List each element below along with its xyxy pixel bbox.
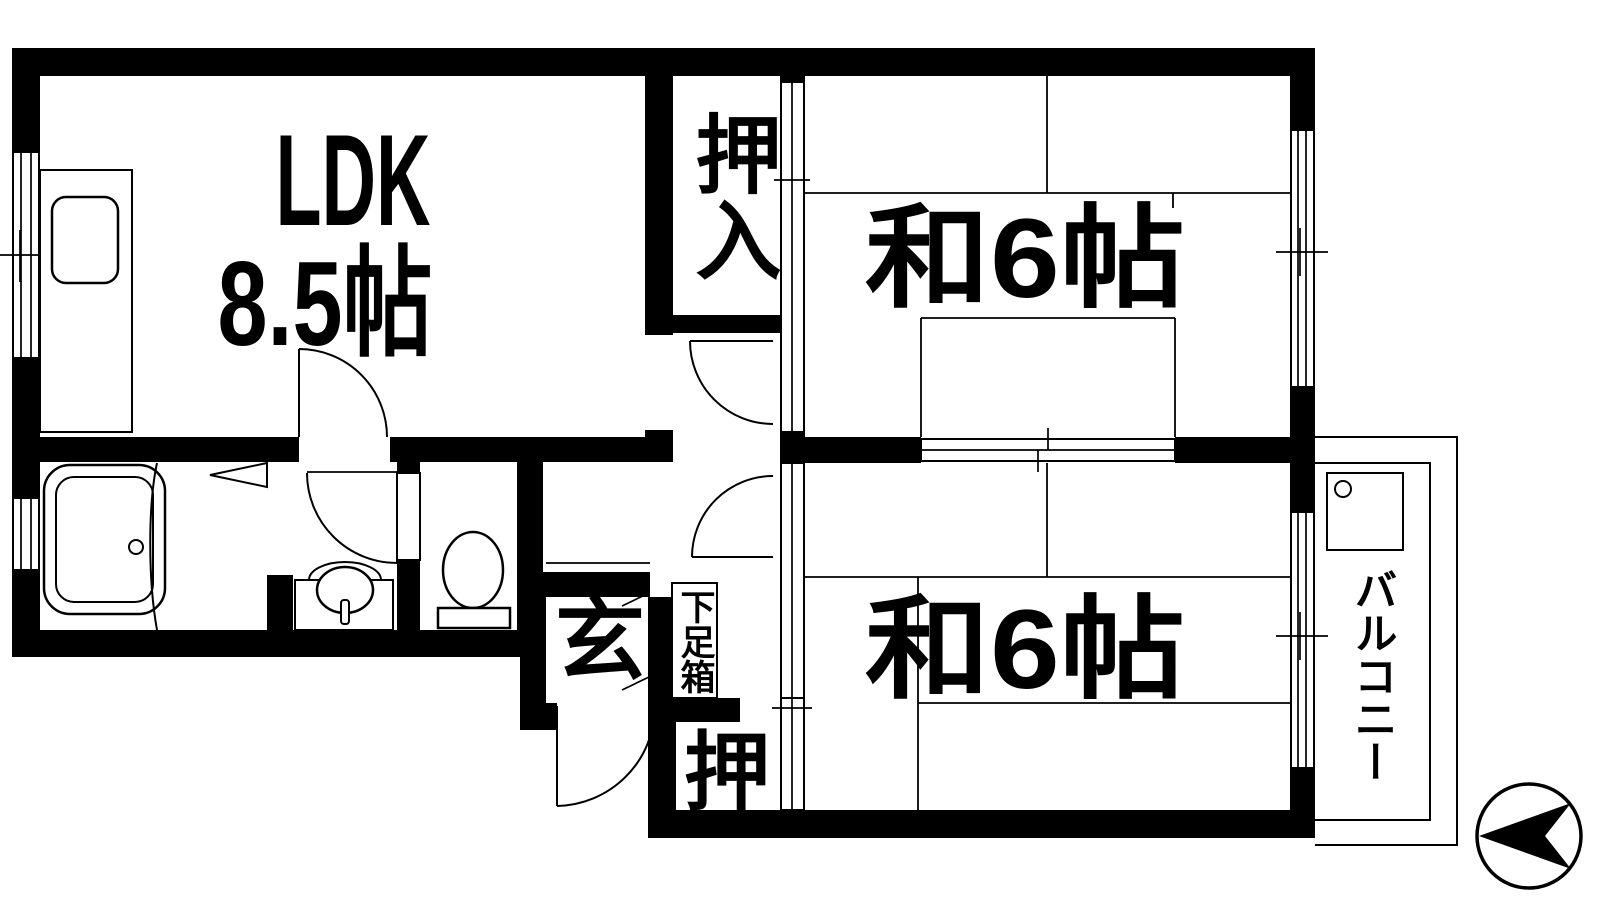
wall-bottom	[648, 810, 1315, 838]
wall-wet-bottom	[12, 630, 546, 657]
label-ldk: LDK	[276, 107, 431, 253]
tatami-room-2	[805, 463, 1290, 810]
label-balcony: バルコニー	[1348, 568, 1396, 783]
washing-machine-pan	[1326, 472, 1404, 551]
fusuma-oshiire-room1	[774, 81, 810, 433]
wash-basin	[294, 561, 394, 631]
wall-mid-left	[12, 437, 299, 462]
bath-deck-curve	[149, 462, 158, 631]
wall-toilet-divider-top	[397, 462, 420, 473]
shoe-box	[671, 582, 718, 699]
tatami-lines	[805, 76, 1290, 810]
balcony-rail	[1315, 436, 1458, 846]
label-shoe-box: 下足箱	[676, 589, 716, 694]
wall-closet-north	[648, 698, 740, 722]
toilet-door	[396, 472, 421, 561]
labels: LDK 8.5帖 和6帖 和6帖 押入 玄 下足箱 押 バルコニー	[218, 107, 1397, 821]
toilet	[436, 530, 512, 630]
label-ldk-size: 8.5帖	[218, 237, 433, 371]
wall-toilet-divider-bottom	[397, 560, 420, 630]
wall-right-1	[1290, 48, 1315, 130]
entrance-door	[556, 706, 656, 807]
wall-bath-divider	[267, 575, 293, 630]
fusuma-closet-lower	[772, 697, 812, 811]
fixtures	[39, 169, 1404, 699]
wall-ldk-east	[645, 76, 673, 335]
wall-right-2	[1290, 387, 1315, 512]
label-closet-upper: 押入	[682, 110, 781, 282]
wall-genkan-south	[520, 703, 557, 730]
tatami-room-1	[805, 76, 1290, 437]
walls	[12, 48, 1315, 838]
wall-post-top	[780, 76, 805, 84]
wall-ldk-east-2	[645, 430, 673, 462]
wall-genkan-top	[546, 572, 650, 597]
fusuma-channels	[772, 81, 1176, 811]
basin-faucet	[340, 599, 350, 625]
wall-left-1	[12, 48, 40, 152]
fusuma-room2-west	[780, 462, 805, 699]
label-closet-lower: 押	[684, 725, 770, 821]
corridor-door-room1	[689, 340, 774, 425]
bathtub	[42, 462, 167, 631]
label-japanese-room-2: 和6帖	[865, 587, 1185, 712]
window-room1-right	[1276, 129, 1328, 388]
wall-rooms-right	[1175, 437, 1290, 463]
wall-corridor-top	[648, 315, 780, 333]
label-entrance: 玄	[555, 592, 645, 692]
genkan-step-marks	[546, 562, 650, 691]
wall-top	[12, 48, 1315, 76]
compass-arrow	[1479, 803, 1571, 869]
window-bath-left	[12, 497, 40, 571]
doors	[209, 340, 774, 807]
compass	[1475, 782, 1583, 890]
wall-rooms-left	[805, 437, 921, 463]
ldk-door	[298, 348, 388, 438]
bath-folding-door	[209, 461, 268, 489]
washroom-door	[306, 471, 398, 564]
windows	[0, 129, 1328, 769]
corridor-door-room2	[691, 475, 774, 558]
faucet-mark	[1334, 480, 1352, 498]
label-japanese-room-1: 和6帖	[865, 196, 1185, 321]
wall-left-2	[12, 358, 40, 498]
wall-post-mid	[780, 430, 805, 463]
window-room2-right	[1276, 511, 1328, 769]
kitchen-counter	[39, 169, 133, 433]
fusuma-between-rooms	[920, 428, 1176, 472]
